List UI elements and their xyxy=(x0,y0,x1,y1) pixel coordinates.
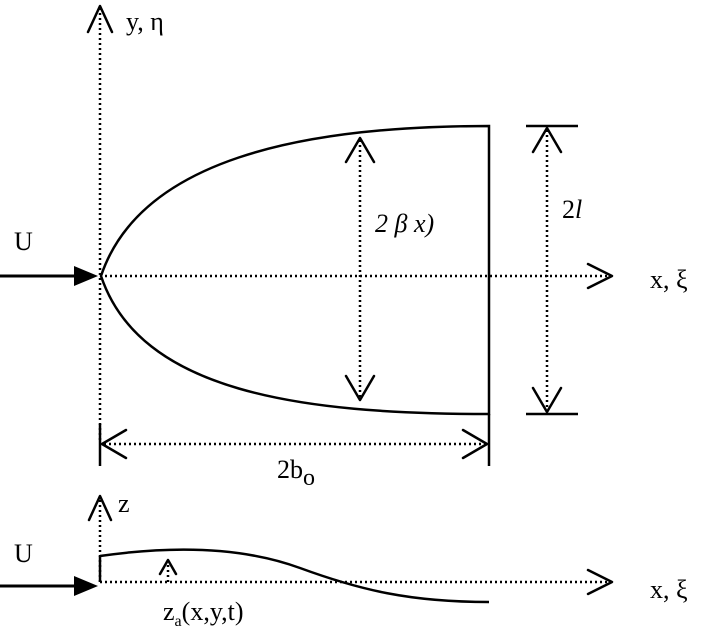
span-arrowhead-bottom xyxy=(531,386,563,414)
displacement-label-args: (x,y,t) xyxy=(182,597,244,626)
surface-deflection-curve xyxy=(99,548,490,604)
local-width-label: 2 β x) xyxy=(375,209,434,238)
y-axis-arrowhead xyxy=(86,4,114,34)
displacement-label-main: z xyxy=(163,597,175,626)
local-width-arrowhead-bottom xyxy=(344,374,376,402)
x-axis-label: x, ξ xyxy=(650,265,688,294)
y-axis-label: y, η xyxy=(126,7,164,36)
planform-outline xyxy=(99,124,491,416)
span-label: 2l xyxy=(562,195,582,224)
chord-label-sub: o xyxy=(303,465,315,491)
z-axis-label: z xyxy=(118,489,130,518)
span-arrowhead-top xyxy=(531,126,563,154)
chord-label-main: 2b xyxy=(277,455,303,484)
displacement-label: za(x,y,t) xyxy=(163,597,244,630)
side-x-axis-label: x, ξ xyxy=(650,575,688,604)
chord-arrowhead-left xyxy=(100,428,128,460)
z-axis-arrowhead xyxy=(87,494,113,522)
side-x-axis-arrowhead xyxy=(586,568,614,596)
flow-arrowhead xyxy=(74,266,98,286)
span-label-variable: l xyxy=(575,195,582,224)
flow-velocity-label: U xyxy=(14,227,33,256)
chord-arrowhead-right xyxy=(461,428,489,460)
chord-label: 2bo xyxy=(277,455,315,491)
displacement-arrowhead xyxy=(158,558,178,576)
span-label-number: 2 xyxy=(562,195,575,224)
local-width-arrowhead-top xyxy=(344,136,376,164)
side-flow-velocity-label: U xyxy=(14,539,33,568)
side-flow-arrowhead xyxy=(74,576,98,596)
displacement-label-sub: a xyxy=(175,613,182,630)
x-axis-arrowhead xyxy=(586,262,614,290)
